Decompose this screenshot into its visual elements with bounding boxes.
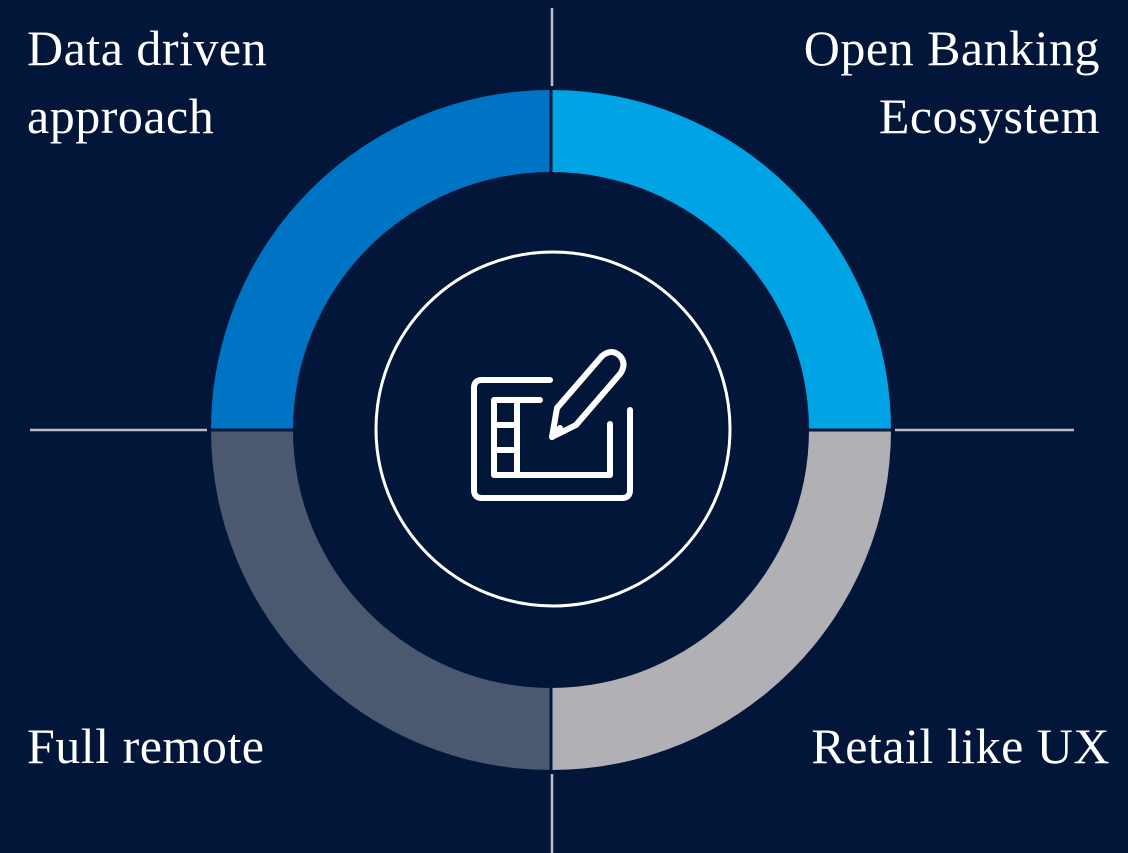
tablet-pen-icon <box>471 349 633 501</box>
segment-data-driven <box>211 90 551 430</box>
label-retail-ux-line-1: Retail like UX <box>811 718 1110 774</box>
label-open-banking: Open Banking Ecosystem <box>804 14 1100 150</box>
center-circle <box>374 250 732 608</box>
label-retail-ux: Retail like UX <box>811 712 1110 780</box>
label-data-driven-line-2: approach <box>27 88 215 144</box>
segment-retail-ux <box>551 430 891 770</box>
label-open-banking-line-2: Ecosystem <box>878 88 1100 144</box>
label-data-driven: Data driven approach <box>27 14 267 150</box>
label-open-banking-line-1: Open Banking <box>803 20 1100 76</box>
segment-full-remote <box>211 430 551 770</box>
label-data-driven-line-1: Data driven <box>27 20 268 76</box>
label-full-remote: Full remote <box>27 712 264 780</box>
segment-open-banking <box>551 90 891 430</box>
label-full-remote-line-1: Full remote <box>27 718 265 774</box>
